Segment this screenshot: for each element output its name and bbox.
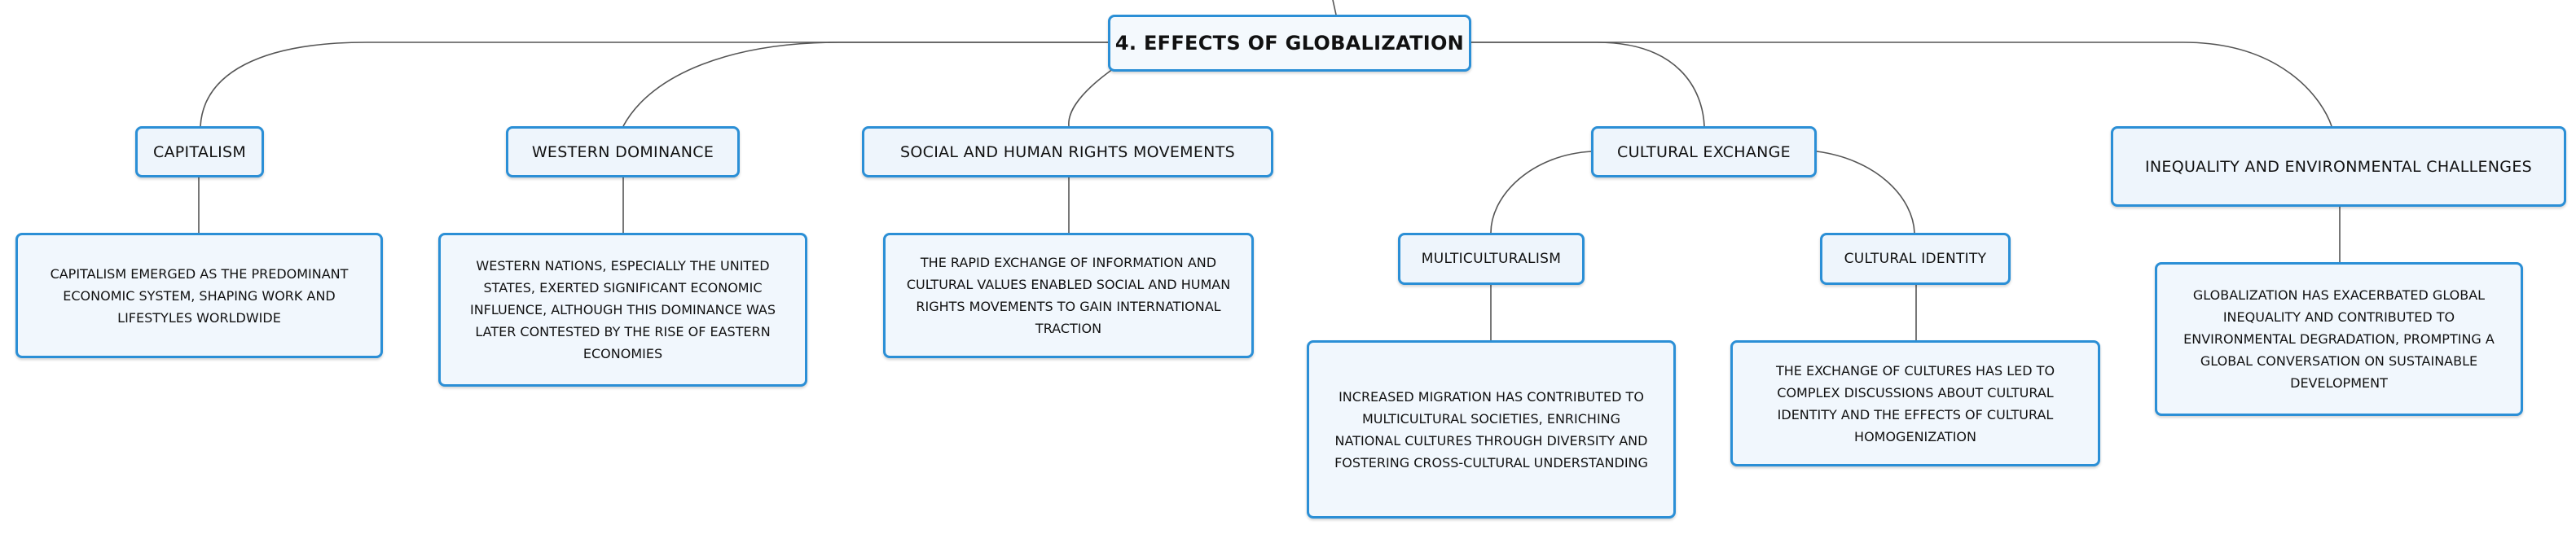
subtopic-label: MULTICULTURALISM (1421, 251, 1562, 267)
subtopic-cultural-identity[interactable]: CULTURAL IDENTITY (1820, 233, 2011, 285)
connector-root-cultural-exchange (1471, 42, 1705, 127)
connector-root-capitalism (200, 42, 1108, 127)
connector-cultural-multiculturalism (1490, 151, 1593, 234)
topic-label: SOCIAL AND HUMAN RIGHTS MOVEMENTS (900, 142, 1235, 161)
root-title: 4. EFFECTS OF GLOBALIZATION (1114, 32, 1465, 55)
root-topic[interactable]: 4. EFFECTS OF GLOBALIZATION (1108, 15, 1471, 72)
topic-social-human-rights-movements[interactable]: SOCIAL AND HUMAN RIGHTS MOVEMENTS (862, 126, 1273, 177)
connector-parent-root (1332, 0, 1337, 15)
subtopic-label: CULTURAL IDENTITY (1844, 251, 1987, 267)
topic-cultural-exchange[interactable]: CULTURAL EXCHANGE (1591, 126, 1817, 177)
description-cultural-identity[interactable]: THE EXCHANGE OF CULTURES HAS LED TO COMP… (1730, 340, 2100, 466)
topic-capitalism[interactable]: CAPITALISM (135, 126, 264, 177)
topic-label: INEQUALITY AND ENVIRONMENTAL CHALLENGES (2145, 157, 2532, 176)
topic-inequality-environmental-challenges[interactable]: INEQUALITY AND ENVIRONMENTAL CHALLENGES (2111, 126, 2566, 207)
description-western-dominance[interactable]: WESTERN NATIONS, ESPECIALLY THE UNITED S… (438, 233, 807, 387)
connector-cultural-identity (1816, 151, 1915, 234)
description-multiculturalism[interactable]: INCREASED MIGRATION HAS CONTRIBUTED TO M… (1307, 340, 1676, 519)
description-social-human-rights-movements[interactable]: THE RAPID EXCHANGE OF INFORMATION AND CU… (883, 233, 1254, 358)
topic-label: CAPITALISM (152, 142, 247, 161)
topic-label: WESTERN DOMINANCE (531, 142, 714, 161)
description-text: CAPITALISM EMERGED AS THE PREDOMINANT EC… (50, 265, 349, 326)
description-capitalism[interactable]: CAPITALISM EMERGED AS THE PREDOMINANT EC… (15, 233, 383, 358)
topic-label: CULTURAL EXCHANGE (1617, 142, 1791, 161)
description-text: THE EXCHANGE OF CULTURES HAS LED TO COMP… (1775, 362, 2055, 444)
topic-western-dominance[interactable]: WESTERN DOMINANCE (506, 126, 740, 177)
subtopic-multiculturalism[interactable]: MULTICULTURALISM (1398, 233, 1585, 285)
description-text: THE RAPID EXCHANGE OF INFORMATION AND CU… (906, 255, 1231, 336)
description-text: GLOBALIZATION HAS EXACERBATED GLOBAL INE… (2183, 287, 2495, 391)
description-inequality-environmental-challenges[interactable]: GLOBALIZATION HAS EXACERBATED GLOBAL INE… (2155, 262, 2523, 416)
connector-root-social-movements (1068, 66, 1117, 127)
connector-root-inequality (1471, 42, 2332, 127)
description-text: INCREASED MIGRATION HAS CONTRIBUTED TO M… (1334, 388, 1648, 471)
description-text: WESTERN NATIONS, ESPECIALLY THE UNITED S… (469, 258, 776, 361)
connector-root-western-dominance (622, 42, 1108, 127)
